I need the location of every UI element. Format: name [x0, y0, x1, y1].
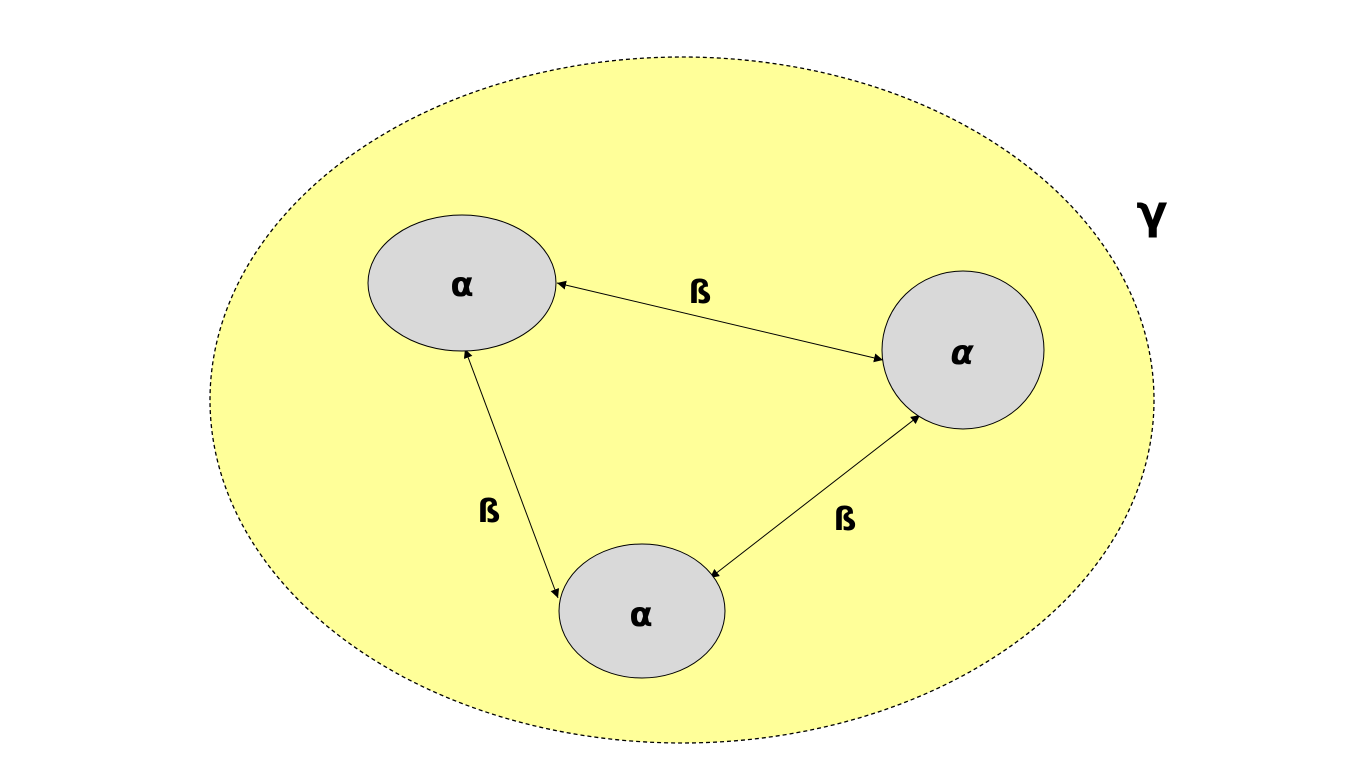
node-alpha-bottom-label: α: [629, 595, 652, 635]
node-alpha-top-left-label: α: [450, 265, 473, 305]
node-alpha-right: [881, 270, 1045, 430]
edge-n1-n2: [556, 280, 884, 363]
edge-label-n2-n3: ß: [833, 500, 856, 538]
edge-label-n1-n3: ß: [477, 492, 500, 530]
node-alpha-top-left: [367, 214, 557, 352]
gamma-region-label: γ: [1136, 185, 1167, 239]
edge-label-n1-n2: ß: [688, 273, 711, 311]
edge-n2-n3: [709, 414, 921, 579]
node-alpha-right-label: α: [950, 333, 974, 373]
edge-n1-n3: [463, 348, 560, 599]
node-alpha-bottom: [558, 543, 726, 679]
